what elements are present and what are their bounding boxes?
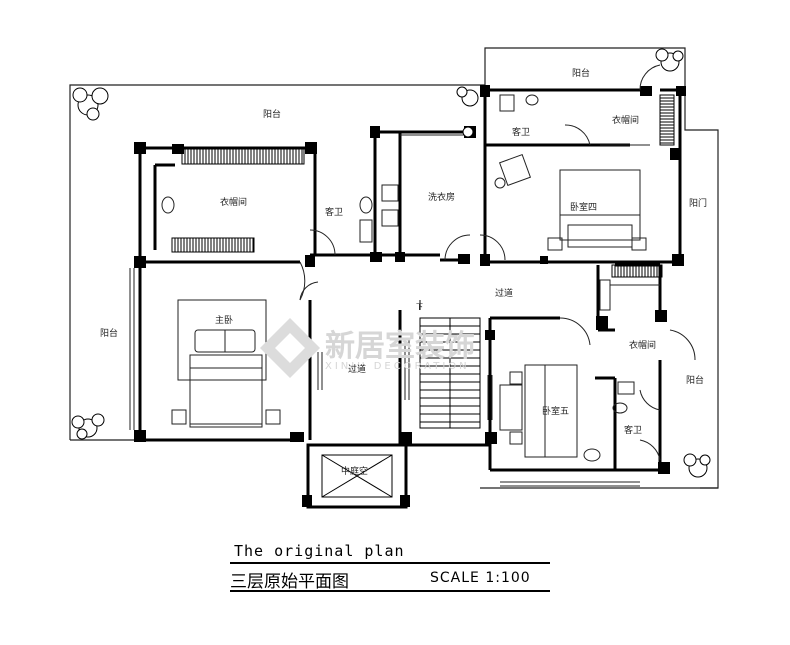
label-bedroom-4: 卧室四	[570, 201, 597, 213]
plant-icon	[462, 126, 474, 138]
atrium-cross	[321, 454, 393, 498]
window-strips	[171, 94, 675, 278]
plant-icon	[71, 413, 105, 440]
plant-icon	[456, 86, 479, 107]
label-guest-bath-2: 客卫	[624, 424, 642, 436]
label-nw-balcony: 阳台	[572, 67, 590, 79]
watermark-logo-icon	[260, 318, 320, 378]
caption-divider-top	[230, 562, 550, 564]
label-west-balcony: 阳台	[100, 327, 118, 339]
furniture	[129, 64, 696, 487]
label-stair-down: 下	[416, 303, 423, 311]
label-guest-bath-top: 客卫	[512, 126, 530, 138]
plan-caption: The original plan 三层原始平面图 SCALE 1:100	[230, 540, 560, 600]
label-closet-top: 衣帽间	[612, 114, 639, 126]
label-laundry: 洗衣房	[428, 191, 455, 203]
caption-title-en: The original plan	[234, 542, 405, 560]
room-labels: 阳台 阳台 阳台 阳门 阳台 衣帽间 客卫 洗衣房 卧室四 客卫 衣帽间 主卧 …	[100, 67, 707, 477]
caption-title-zh: 三层原始平面图	[230, 572, 349, 592]
label-east-balcony-lower: 阳台	[686, 374, 704, 386]
label-atrium: 中庭空	[341, 465, 368, 477]
label-master-bedroom: 主卧	[215, 314, 233, 326]
label-guest-bath-1: 客卫	[325, 206, 343, 218]
label-bedroom-5: 卧室五	[542, 405, 569, 417]
plant-icon	[72, 87, 109, 121]
balcony-outlines	[69, 47, 719, 489]
label-top-balcony: 阳台	[263, 108, 281, 120]
watermark-sub: XINJU DECORATION	[325, 361, 470, 372]
caption-divider-bottom	[230, 590, 550, 592]
plant-icon	[655, 48, 684, 72]
staircase	[419, 300, 481, 429]
caption-scale: SCALE 1:100	[430, 570, 531, 586]
label-closet-right: 衣帽间	[629, 339, 656, 351]
watermark-brand: 新居室装饰	[325, 329, 475, 364]
label-hall: 过道	[348, 363, 366, 375]
label-walk-in-closet: 衣帽间	[220, 196, 247, 208]
plants	[71, 48, 711, 478]
plant-icon	[683, 453, 711, 478]
watermark: 新居室装饰 XINJU DECORATION	[260, 318, 475, 378]
label-east-balcony-upper: 阳门	[689, 197, 707, 209]
label-corridor: 过道	[495, 287, 513, 299]
